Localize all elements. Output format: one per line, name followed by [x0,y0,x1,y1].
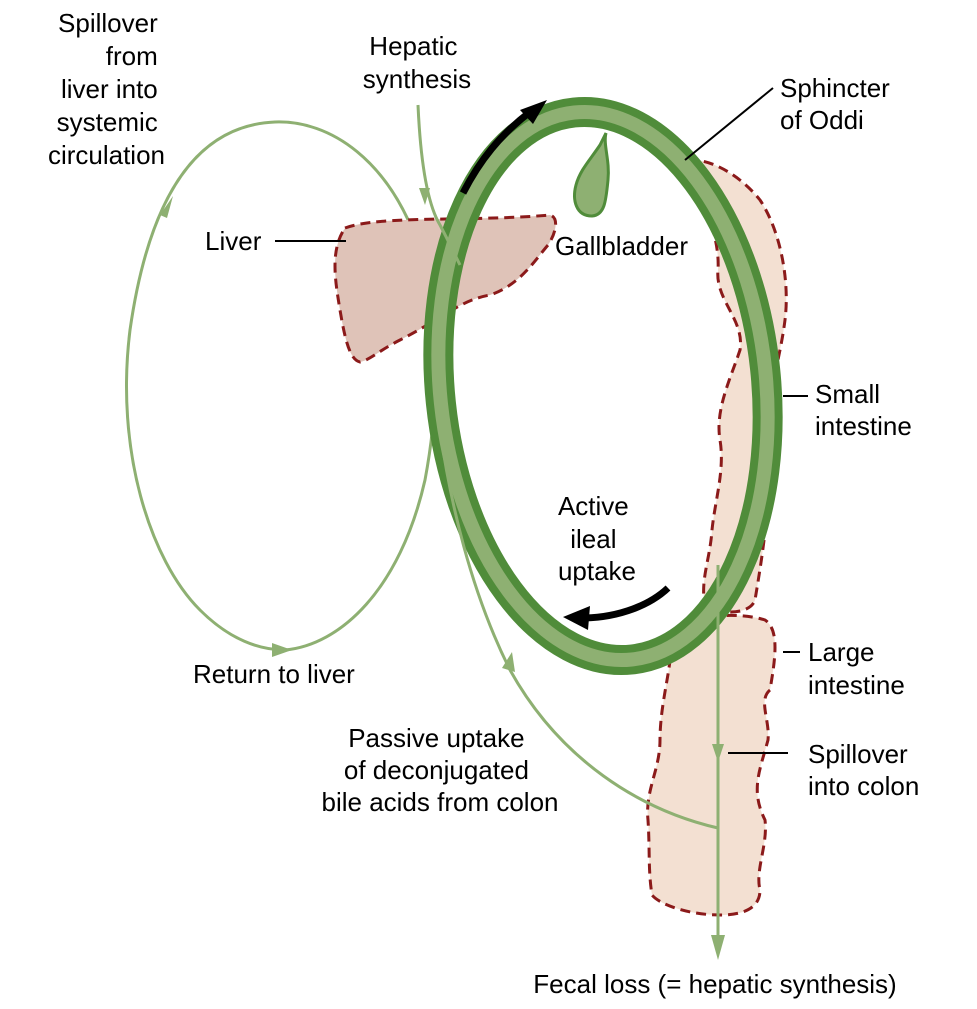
loop-arrow-return-icon [272,643,292,657]
fecal-loss-label: Fecal loss (= hepatic synthesis) [533,969,896,999]
loop-arrow-down-icon [160,196,173,218]
active-ileal-uptake-label: Active ileal uptake [558,491,636,586]
liver-label: Liver [205,226,262,256]
gallbladder-shape [573,132,610,218]
sphincter-leader-line [684,87,774,161]
small-intestine-label: Small intestine [815,379,912,441]
forward-flow-arrow [459,109,533,195]
ileal-uptake-arrowhead-icon [563,606,590,630]
forward-flow-arrowhead-icon [520,100,547,124]
spillover-liver-label: Spillover from liver into systemic circu… [48,8,165,170]
gallbladder-label: Gallbladder [555,231,688,261]
spillover-colon-label: Spillover into colon [808,739,919,801]
passive-arrow-icon [502,652,515,672]
large-intestine-label: Large intestine [808,637,905,700]
spillover-colon-arrow-icon [712,744,724,762]
hepatic-synthesis-flow [416,104,462,266]
sphincter-label: Sphincter of Oddi [780,73,897,135]
bile-duct-ring-inner [431,104,775,668]
hepatic-arrow-icon [419,188,430,205]
large-intestine-shape [646,613,777,917]
systemic-circulation-loop [125,120,438,652]
ileal-uptake-arrow [584,585,671,622]
fecal-arrow-icon [711,935,725,960]
hepatic-synthesis-label: Hepatic synthesis [363,31,471,94]
return-to-liver-label: Return to liver [193,659,355,689]
passive-uptake-label: Passive uptake of deconjugated bile acid… [322,723,559,817]
